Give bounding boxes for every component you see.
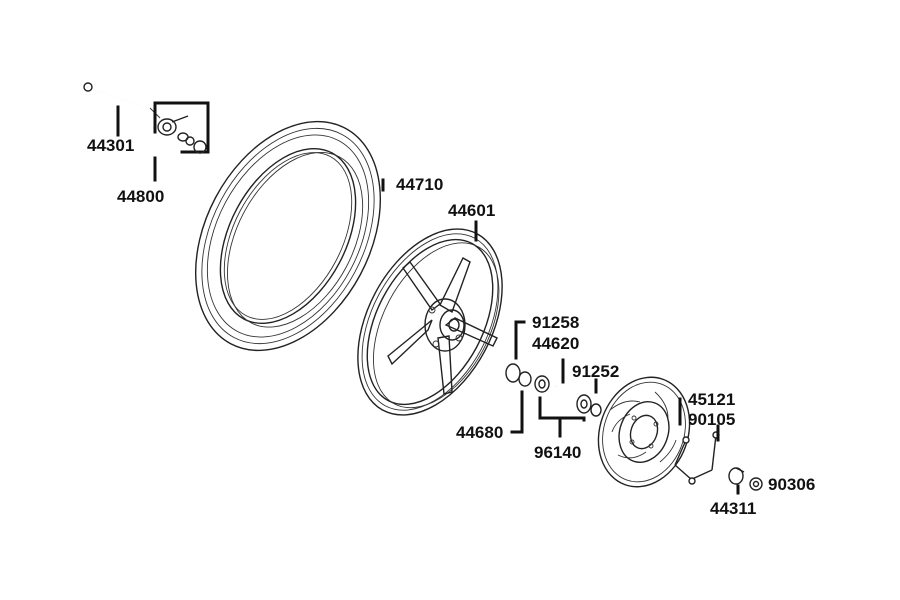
label-circlip: 91258: [532, 313, 579, 332]
collar-part: [728, 467, 745, 485]
leader-bearing-set: [538, 396, 586, 438]
label-collar: 44311: [710, 499, 756, 518]
label-disc: 45121: [688, 390, 735, 409]
label-nut: 90306: [768, 475, 815, 494]
label-bearing-right: 91252: [572, 362, 619, 381]
leader-dust-seal: [510, 390, 524, 434]
label-spacer: 44620: [532, 334, 579, 353]
label-bearing-set: 96140: [534, 443, 581, 462]
nut-part: [749, 477, 763, 491]
disc-bolt-part: [674, 431, 720, 485]
label-speedo-kit: 44800: [117, 187, 164, 206]
brake-disc-part: [597, 376, 691, 488]
dust-seal-part: [518, 371, 532, 387]
label-axle: 44301: [87, 136, 134, 155]
label-dust-seal: 44680: [456, 423, 503, 442]
speedo-kit-part: [153, 101, 210, 154]
bearing-right-part: [576, 394, 602, 417]
circlip-part: [505, 363, 521, 383]
label-tire: 44710: [396, 175, 443, 194]
rim-part: [357, 228, 503, 416]
tire-part: [194, 120, 382, 352]
label-disc-bolt: 90105: [688, 410, 735, 429]
axle-part: [83, 82, 161, 119]
leader-circlip: [514, 320, 526, 360]
spacer-part: [554, 383, 580, 402]
label-rim: 44601: [448, 201, 495, 220]
bearing-left-part: [534, 375, 550, 393]
